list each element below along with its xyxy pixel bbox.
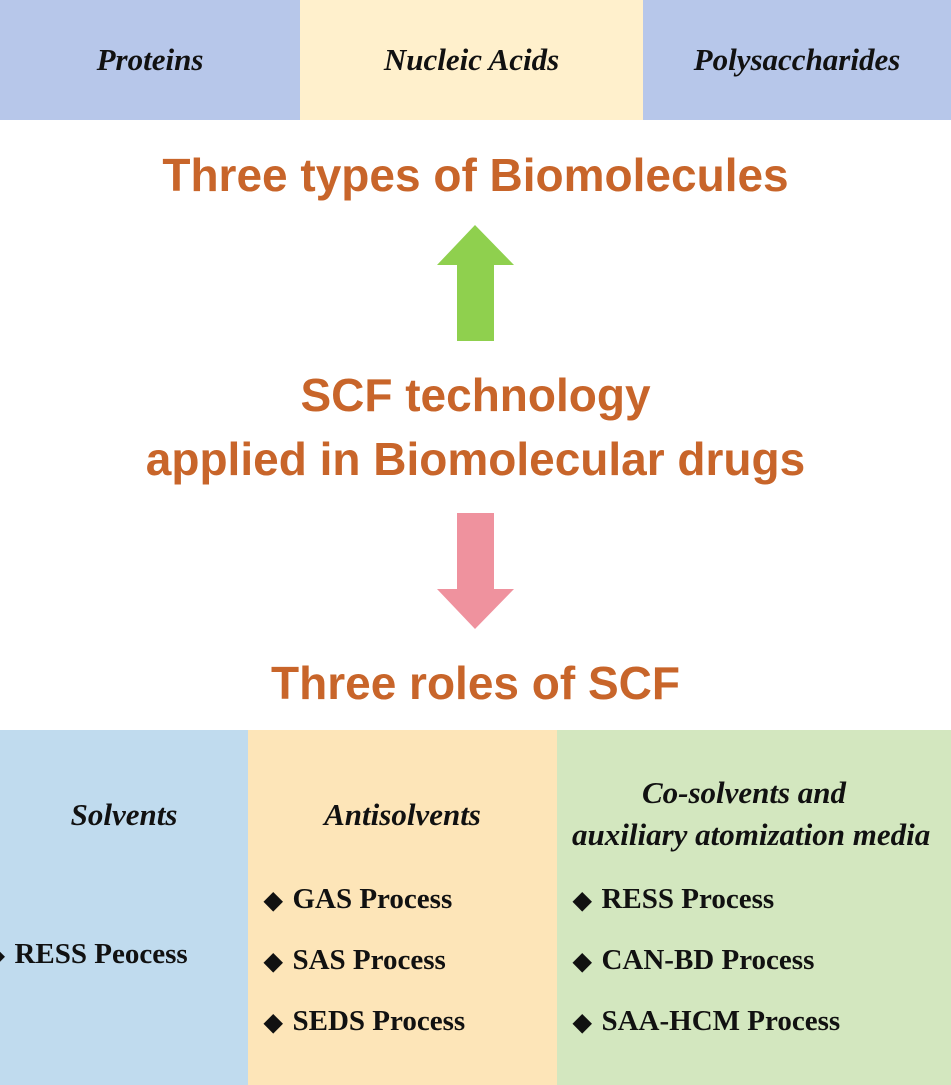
item-text: RESS Peocess [14,938,188,970]
item-text: CAN-BD Process [601,944,815,976]
role-heading: Antisolvents [324,797,481,832]
role-heading: Solvents [70,797,178,832]
box-label: Polysaccharides [693,42,901,77]
list-item: ◆ SAA-HCM Process [573,1005,840,1038]
list-item: ◆ RESS Peocess [0,938,188,971]
list-item: ◆ CAN-BD Process [573,944,814,977]
title-three-roles: Three roles of SCF [271,657,680,709]
list-item: ◆ RESS Process [573,883,774,916]
item-text: SEDS Process [292,1005,466,1037]
box-proteins: Proteins [0,0,300,120]
green-up-arrow-icon [437,225,514,341]
diamond-bullet-icon: ◆ [573,949,592,975]
box-nucleic-acids: Nucleic Acids [300,0,643,120]
diamond-bullet-icon: ◆ [0,943,4,969]
item-text: RESS Process [601,883,775,915]
list-item: ◆ SEDS Process [264,1005,465,1038]
role-cosolvents: Co-solvents and auxiliary atomization me… [557,730,951,1085]
role-heading-line-2: auxiliary atomization media [572,817,931,852]
diamond-bullet-icon: ◆ [573,1010,592,1036]
list-item: ◆ SAS Process [264,944,446,977]
role-solvents: Solvents ◆ RESS Peocess [0,730,248,1085]
role-antisolvents: Antisolvents ◆ GAS Process ◆ SAS Process ◆… [248,730,557,1085]
list-item: ◆ GAS Process [264,883,452,916]
center-line-1: SCF technology [300,369,651,421]
diamond-bullet-icon: ◆ [264,949,283,975]
diamond-bullet-icon: ◆ [264,888,283,914]
center-line-2: applied in Biomolecular drugs [145,433,806,485]
item-text: SAS Process [292,944,446,976]
item-text: SAA-HCM Process [601,1005,841,1037]
box-label: Nucleic Acids [383,42,560,77]
diamond-bullet-icon: ◆ [573,888,592,914]
role-heading-line-1: Co-solvents and [641,775,847,810]
item-text: GAS Process [292,883,453,915]
title-three-types: Three types of Biomolecules [162,149,789,201]
box-polysaccharides: Polysaccharides [643,0,951,120]
pink-down-arrow-icon [437,513,514,629]
diamond-bullet-icon: ◆ [264,1010,283,1036]
box-label: Proteins [96,42,204,77]
